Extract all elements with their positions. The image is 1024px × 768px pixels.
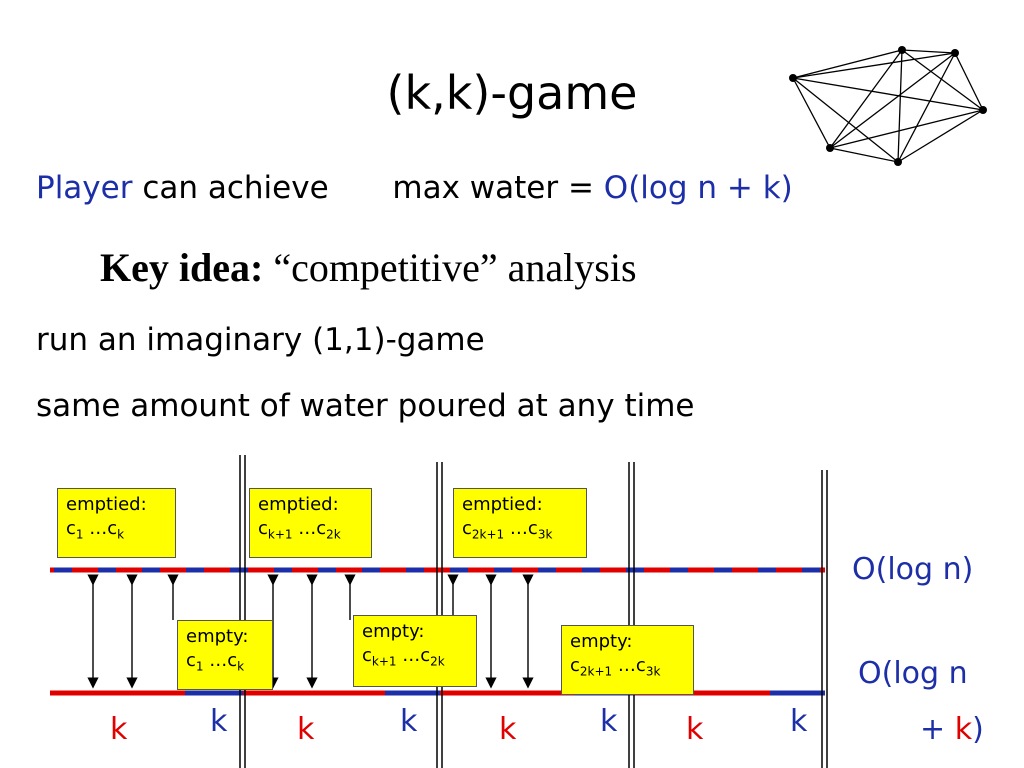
max-water-text: max water = xyxy=(392,170,604,206)
k-label: k xyxy=(210,704,228,739)
page-title: (k,k)-game xyxy=(386,66,638,120)
bottom-level-bound-cont: + k) xyxy=(920,712,984,747)
emptied-box-2: emptied: ck+1 …c2k xyxy=(249,488,372,558)
water-arrows xyxy=(87,574,534,689)
k-label: k xyxy=(686,712,704,747)
same-water-line: same amount of water poured at any time xyxy=(36,388,695,424)
k-label: k xyxy=(110,712,128,747)
key-idea-text: “competitive” analysis xyxy=(273,245,637,290)
empty-box-3: empty: c2k+1 …c3k xyxy=(561,625,694,695)
k-label: k xyxy=(600,704,618,739)
bottom-level-bound: O(log n xyxy=(858,656,968,691)
key-idea-label: Key idea: xyxy=(100,245,264,290)
emptied-box-1: emptied: c1 …ck xyxy=(57,488,176,558)
key-idea: Key idea: “competitive” analysis xyxy=(100,244,637,291)
k-label: k xyxy=(297,712,315,747)
player-line: Player can achieve max water = O(log n +… xyxy=(36,170,793,206)
player-word: Player xyxy=(36,170,133,206)
k-label: k xyxy=(790,704,808,739)
empty-box-1: empty: c1 …ck xyxy=(177,620,273,690)
emptied-box-3: emptied: c2k+1 …c3k xyxy=(453,488,587,558)
top-level-bound: O(log n) xyxy=(852,552,974,587)
max-water-bound: O(log n + k) xyxy=(603,170,793,206)
k-label: k xyxy=(400,704,418,739)
empty-box-2: empty: ck+1 …c2k xyxy=(353,615,477,687)
can-achieve-text: can achieve xyxy=(142,170,329,206)
imaginary-game-line: run an imaginary (1,1)-game xyxy=(36,322,485,358)
k-label: k xyxy=(499,712,517,747)
